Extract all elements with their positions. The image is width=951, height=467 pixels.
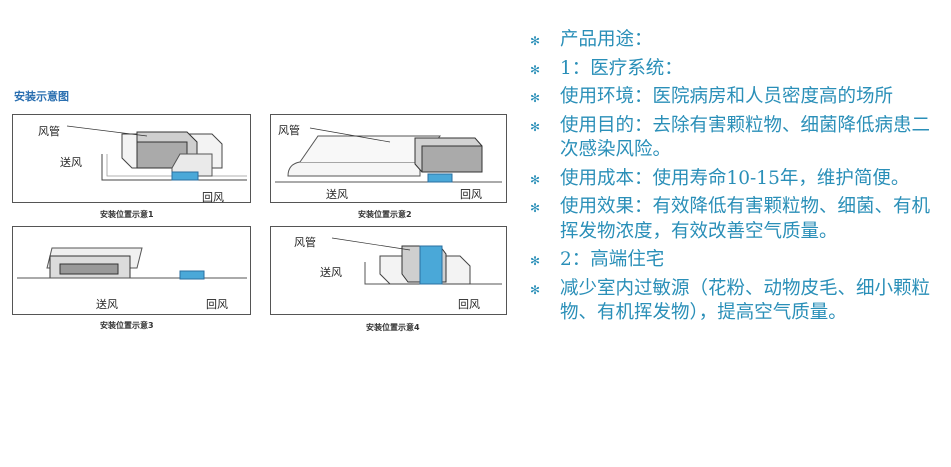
installation-diagram: 安装示意图 风管 送风 回风 安装位置示意1 风 <box>12 90 508 332</box>
list-item: ✻减少室内过敏源（花粉、动物皮毛、细小颗粒物、有机挥发物），提高空气质量。 <box>530 277 931 324</box>
star-bullet-icon: ✻ <box>530 282 541 297</box>
panel-caption: 安装位置示意3 <box>100 321 154 330</box>
list-item: ✻1：医疗系统： <box>530 57 940 82</box>
diagram-panel-2: 风管 送风 回风 安装位置示意2 <box>270 114 508 219</box>
panel-caption: 安装位置示意4 <box>366 323 420 332</box>
star-bullet-icon: ✻ <box>530 34 541 48</box>
list-item: ✻使用效果：有效降低有害颗粒物、细菌、有机挥发物浓度，有效改善空气质量。 <box>530 196 931 242</box>
label-duct: 风管 <box>294 236 316 249</box>
star-bullet-icon: ✻ <box>530 62 541 77</box>
panel-1-drawing <box>12 114 251 203</box>
list-item: ✻使用目的：去除有害颗粒物、细菌降低病患二次感染风险。 <box>530 114 931 161</box>
bullet-list: ✻产品用途： ✻1：医疗系统： ✻使用环境：医院病房和人员密度高的场所 ✻使用目… <box>530 28 940 326</box>
panel-caption: 安装位置示意1 <box>100 210 154 219</box>
list-item: ✻使用成本：使用寿命10-15年，维护简便。 <box>530 167 940 192</box>
star-bullet-icon: ✻ <box>530 91 541 105</box>
panel-3-drawing <box>12 226 251 315</box>
label-supply: 送风 <box>60 156 82 169</box>
label-return: 回风 <box>460 188 482 201</box>
label-return: 回风 <box>206 298 228 311</box>
label-duct: 风管 <box>278 124 300 137</box>
list-item: ✻产品用途： <box>530 28 940 53</box>
panel-4-drawing <box>270 226 507 315</box>
panel-2-drawing <box>270 114 507 203</box>
label-duct: 风管 <box>38 125 60 138</box>
star-bullet-icon: ✻ <box>530 201 541 215</box>
label-supply: 送风 <box>326 188 348 201</box>
star-bullet-icon: ✻ <box>530 254 541 268</box>
star-bullet-icon: ✻ <box>530 119 541 134</box>
label-supply: 送风 <box>96 298 118 311</box>
label-supply: 送风 <box>320 266 342 279</box>
panel-caption: 安装位置示意2 <box>358 210 412 219</box>
diagram-panel-3: 送风 回风 安装位置示意3 <box>12 226 252 330</box>
diagram-panel-4: 风管 送风 回风 安装位置示意4 <box>270 226 508 332</box>
label-return: 回风 <box>202 191 224 204</box>
diagram-title: 安装示意图 <box>14 90 69 103</box>
list-item: ✻使用环境：医院病房和人员密度高的场所 <box>530 85 940 110</box>
diagram-panel-1: 风管 送风 回风 安装位置示意1 <box>12 114 252 219</box>
list-item: ✻2：高端住宅 <box>530 248 940 273</box>
star-bullet-icon: ✻ <box>530 172 541 187</box>
label-return: 回风 <box>458 298 480 311</box>
product-description: ✻产品用途： ✻1：医疗系统： ✻使用环境：医院病房和人员密度高的场所 ✻使用目… <box>530 28 940 330</box>
